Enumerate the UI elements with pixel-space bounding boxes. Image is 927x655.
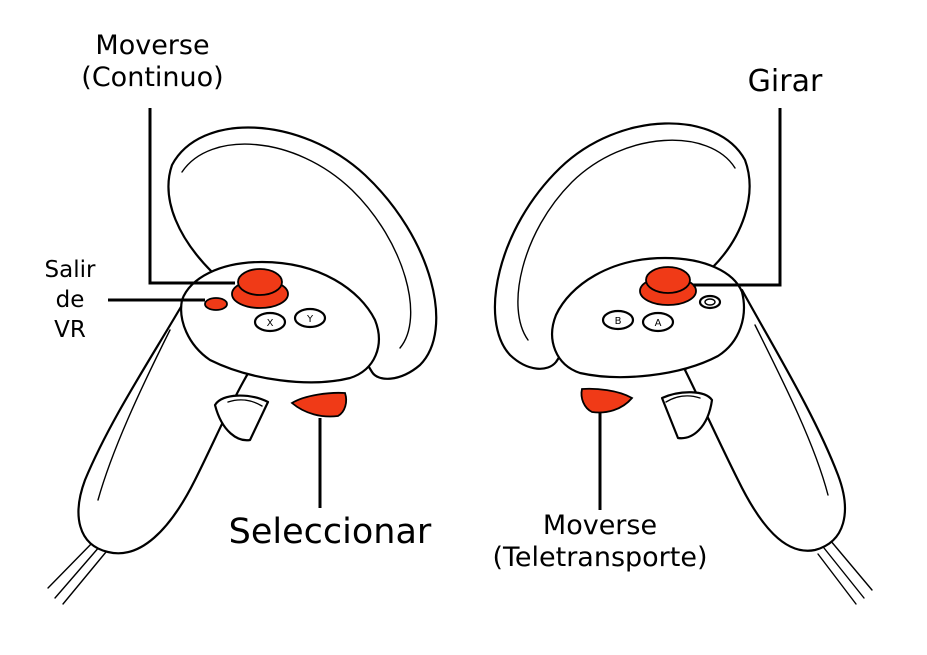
right-cable xyxy=(817,539,873,605)
label-turn: Girar xyxy=(747,64,823,99)
b-button xyxy=(601,309,635,331)
right-controller: B A xyxy=(493,122,873,605)
x-button-label: X xyxy=(267,318,274,329)
leader-turn xyxy=(693,108,782,287)
label-exit-vr-line2: de xyxy=(55,286,85,313)
x-button xyxy=(253,311,287,333)
label-exit-vr-line3: VR xyxy=(54,316,86,343)
left-thumbstick xyxy=(237,268,283,296)
label-move-teleport-line1: Moverse xyxy=(542,510,658,541)
left-cable xyxy=(47,539,107,605)
right-thumbstick xyxy=(645,266,691,294)
label-move-teleport: Moverse (Teletransporte) xyxy=(480,510,720,575)
label-move-continuous-line2: (Continuo) xyxy=(81,62,224,94)
right-grip-trigger xyxy=(660,391,714,440)
leader-lines xyxy=(108,108,782,510)
a-button xyxy=(641,311,675,333)
y-button xyxy=(293,307,327,329)
right-oculus-button xyxy=(698,294,722,310)
right-select-trigger xyxy=(580,387,634,414)
label-move-continuous: Moverse (Continuo) xyxy=(70,30,235,95)
left-face-buttons: X Y xyxy=(253,307,327,333)
label-select: Seleccionar xyxy=(228,512,432,552)
y-button-label: Y xyxy=(306,314,314,325)
right-handle xyxy=(683,288,846,552)
leader-move-continuous xyxy=(148,108,235,285)
label-move-teleport-line2: (Teletransporte) xyxy=(492,542,708,574)
right-face-buttons: B A xyxy=(601,309,675,333)
left-menu-button xyxy=(204,297,228,311)
label-exit-vr: Salir de VR xyxy=(30,256,110,346)
b-button-label: B xyxy=(615,316,622,327)
left-handle xyxy=(77,298,252,555)
label-exit-vr-line1: Salir xyxy=(44,257,96,283)
label-move-continuous-line1: Moverse xyxy=(95,30,210,61)
left-select-trigger xyxy=(290,391,348,418)
left-grip-trigger xyxy=(213,394,270,442)
a-button-label: A xyxy=(655,318,662,329)
left-controller: X Y xyxy=(47,126,438,605)
